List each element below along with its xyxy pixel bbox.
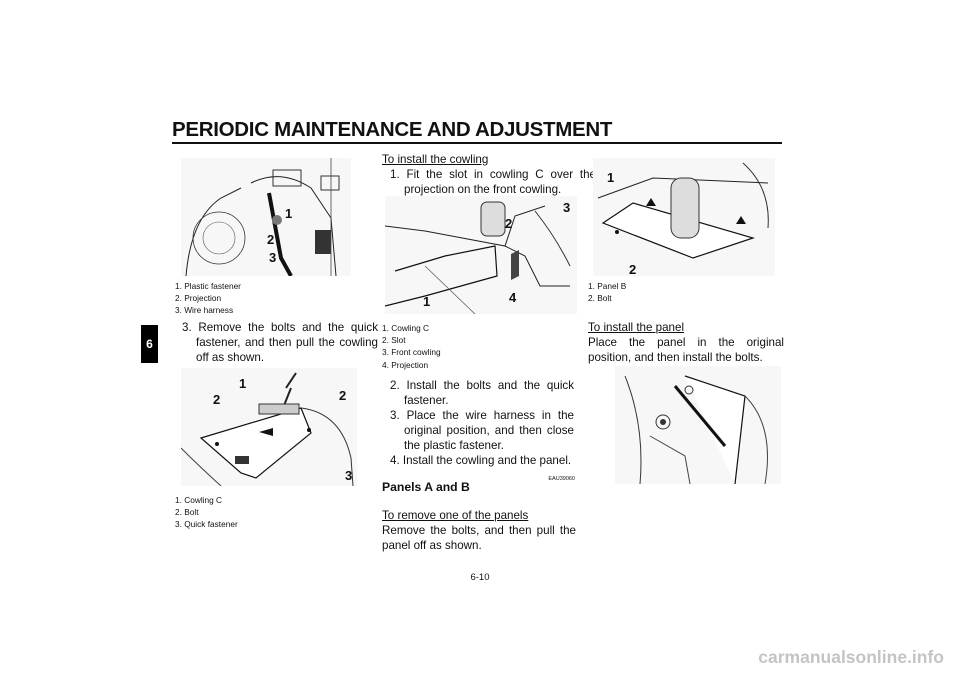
- install-cowling-heading: To install the cowling: [382, 153, 489, 166]
- callout-2b: 2: [339, 388, 346, 403]
- figure-plastic-fastener: 1 2 3: [181, 158, 351, 276]
- callout-1: 1: [607, 170, 614, 185]
- figure-cowling-c: 1 2 2 3: [181, 368, 357, 486]
- callout-2: 2: [505, 216, 512, 231]
- callout-4: 4: [509, 290, 517, 305]
- caption-fig1: 1. Plastic fastener 2. Projection 3. Wir…: [175, 281, 241, 316]
- figure-panel-install: [615, 366, 781, 484]
- install-panel-text: Place the panel in the original position…: [588, 336, 784, 364]
- callout-3: 3: [269, 250, 276, 265]
- install-panel-heading: To install the panel: [588, 321, 685, 334]
- callout-3: 3: [563, 200, 570, 215]
- remove-panel-text: Remove the bolts, and then pull the pane…: [382, 524, 576, 552]
- caption-fig4: 1. Panel B 2. Bolt: [588, 281, 627, 304]
- figure-panel-b: 1 2: [593, 158, 775, 276]
- step-1-fit-slot: 1. Fit the slot in cowling C over the pr…: [390, 168, 596, 196]
- callout-2: 2: [267, 232, 274, 247]
- page-number: 6-10: [470, 572, 490, 583]
- chapter-tab: 6: [141, 325, 158, 363]
- remove-panel-heading: To remove one of the panels: [382, 509, 529, 522]
- step-2: 2. Install the bolts and the quick faste…: [390, 379, 574, 407]
- reference-code: EAU39060: [548, 476, 575, 482]
- callout-1: 1: [423, 294, 430, 309]
- panels-heading: Panels A and B: [382, 480, 470, 494]
- install-steps: 2. Install the bolts and the quick faste…: [382, 378, 574, 468]
- step-4: 4. Install the cowling and the panel.: [390, 454, 572, 467]
- callout-3: 3: [345, 468, 352, 483]
- step-3-remove: 3. Remove the bolts and the quick fasten…: [182, 321, 378, 364]
- watermark: carmanualsonline.info: [758, 647, 944, 667]
- page-title: PERIODIC MAINTENANCE AND ADJUSTMENT: [172, 118, 613, 141]
- callout-1: 1: [285, 206, 292, 221]
- step-3: 3. Place the wire harness in the origina…: [390, 409, 574, 452]
- caption-fig3: 1. Cowling C 2. Slot 3. Front cowling 4.…: [382, 323, 441, 370]
- callout-2: 2: [213, 392, 220, 407]
- callout-2: 2: [629, 262, 636, 276]
- figure-front-cowling: 2 3 1 4: [385, 196, 577, 314]
- caption-fig2: 1. Cowling C 2. Bolt 3. Quick fastener: [175, 495, 238, 530]
- callout-1: 1: [239, 376, 246, 391]
- header-rule: [172, 142, 782, 144]
